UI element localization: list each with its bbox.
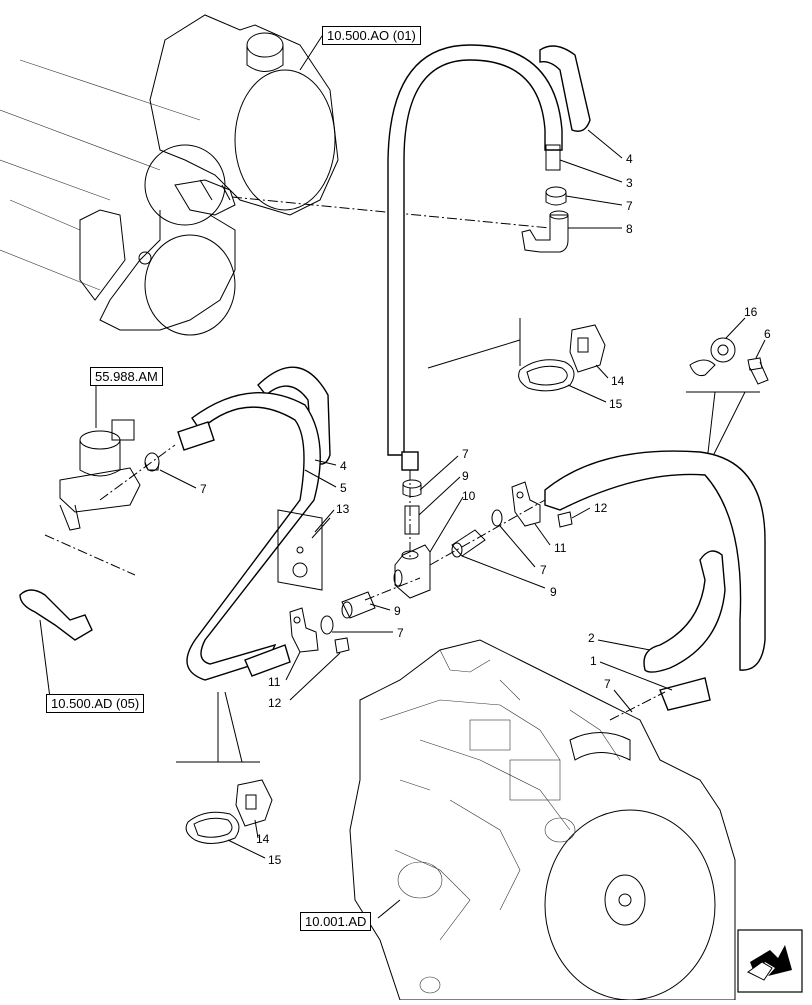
solenoid-valve xyxy=(59,419,141,531)
strap-15-upper xyxy=(518,359,575,392)
callout-1: 1 xyxy=(590,654,597,668)
callout-4b: 4 xyxy=(340,459,347,473)
clamp-7-left xyxy=(144,452,160,472)
direction-arrow-icon[interactable] xyxy=(737,929,803,993)
callout-12a: 12 xyxy=(594,501,608,515)
callout-6: 6 xyxy=(764,327,771,341)
callout-8: 8 xyxy=(626,222,633,236)
reference-top[interactable]: 10.500.AO (01) xyxy=(322,26,421,45)
callout-15a: 15 xyxy=(609,397,623,411)
callout-10: 10 xyxy=(462,489,476,503)
clip-14-upper xyxy=(569,324,606,373)
callout-9c: 9 xyxy=(394,604,401,618)
short-hose-upper xyxy=(539,45,591,132)
leader-lines xyxy=(39,35,766,919)
left-hose-fragment xyxy=(19,589,93,641)
bolt-12-lower xyxy=(334,637,350,654)
callout-7d: 7 xyxy=(540,563,547,577)
hose-2-upper xyxy=(544,450,766,671)
bolt-12-right xyxy=(557,511,573,528)
callout-13: 13 xyxy=(336,502,350,516)
hose-2-lower xyxy=(643,550,726,673)
callout-4a: 4 xyxy=(626,152,633,166)
strap-15-lower xyxy=(185,811,240,844)
clamp-and-elbow-top xyxy=(521,186,569,253)
center-line-4 xyxy=(364,577,421,601)
hose-1-end xyxy=(659,677,711,711)
callout-14a: 14 xyxy=(611,374,625,388)
left-callout-lines xyxy=(176,691,260,763)
callout-15b: 15 xyxy=(268,853,282,867)
callout-5: 5 xyxy=(340,481,347,495)
center-line-7 xyxy=(99,444,176,501)
callout-14b: 14 xyxy=(256,832,270,846)
callout-16: 16 xyxy=(744,305,758,319)
callout-2: 2 xyxy=(588,631,595,645)
hose-5 xyxy=(186,391,321,681)
fitting-9-lower xyxy=(341,591,376,619)
clip-11-lower xyxy=(289,607,319,653)
long-hose xyxy=(387,44,563,471)
reference-engine[interactable]: 10.001.AD xyxy=(300,912,372,931)
callout-9b: 9 xyxy=(550,585,557,599)
clamp-7-lower xyxy=(320,615,334,635)
callout-7b: 7 xyxy=(200,482,207,496)
hose-5-start xyxy=(177,421,215,451)
center-line-5 xyxy=(609,691,666,721)
clip-14-lower xyxy=(235,779,273,827)
callout-7c: 7 xyxy=(462,447,469,461)
callout-12b: 12 xyxy=(268,696,282,710)
callout-9a: 9 xyxy=(462,469,469,483)
upper-component-drawing xyxy=(0,14,339,336)
clip-11-right xyxy=(511,481,541,527)
callout-11b: 11 xyxy=(268,675,281,689)
callout-3: 3 xyxy=(626,176,633,190)
center-line-6 xyxy=(44,534,136,576)
center-line-1 xyxy=(231,196,551,229)
callout-7f: 7 xyxy=(604,677,611,691)
callout-numbers: 4 3 7 8 16 6 14 15 7 4 5 13 7 9 10 12 11… xyxy=(200,152,771,867)
reference-valve[interactable]: 55.988.AM xyxy=(90,367,163,386)
fitting-9-middle xyxy=(451,509,503,558)
tee-fitting-10 xyxy=(393,544,431,599)
clamp-16-bolt-6 xyxy=(689,337,769,385)
long-hose-callout-lines xyxy=(427,318,521,369)
label-card-13 xyxy=(277,509,323,591)
center-line-3 xyxy=(429,499,546,566)
callout-11a: 11 xyxy=(554,541,567,555)
fitting-9-upper xyxy=(402,479,422,535)
callout-7a: 7 xyxy=(626,199,633,213)
hose-5-end xyxy=(244,644,291,677)
callout-7e: 7 xyxy=(397,626,404,640)
reference-left-bottom[interactable]: 10.500.AD (05) xyxy=(46,694,145,713)
